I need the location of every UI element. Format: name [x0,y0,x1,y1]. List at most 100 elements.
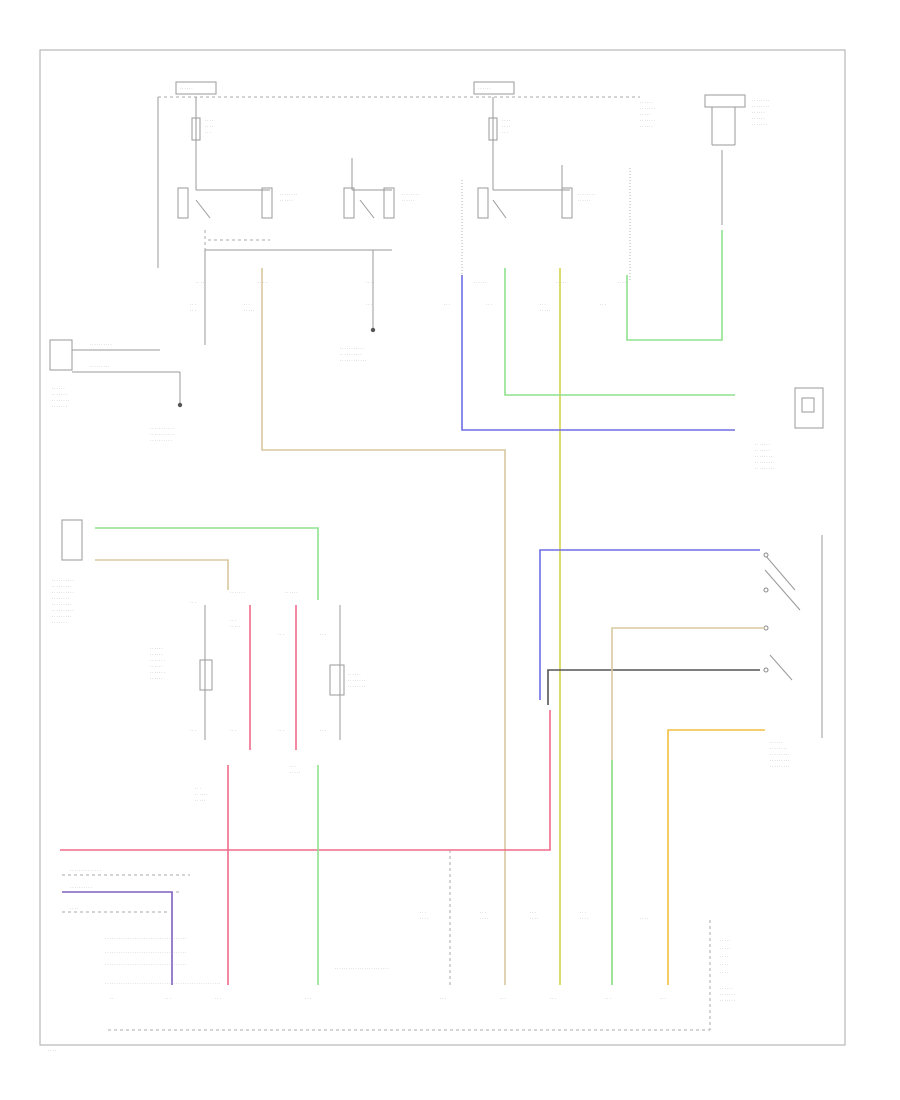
svg-text:· · · · · ·: · · · · · · [478,87,491,91]
svg-text:· · · · · ·: · · · · · · [150,677,163,681]
svg-text:· · ·: · · · [205,131,211,135]
svg-text:· · ·: · · · [230,619,236,623]
wire-pink-loop [60,710,551,851]
svg-text:· · · · · · · · · ·: · · · · · · · · · · [70,886,92,890]
svg-text:· · · ·: · · · · [720,971,728,975]
wire-tan-mid-left [95,559,229,590]
svg-text:· · · · · · · · · ·: · · · · · · · · · · [90,343,112,347]
sensor-right-mid: · · · · · · · · · · · · · · · · · · · · · … [195,591,365,803]
svg-text:· · · · · ·: · · · · · · [402,199,415,203]
svg-text:· · · · · ·: · · · · · · [285,591,298,595]
sensor-left: · · · · · · · · · · · · · · · · · · · · · ·… [150,591,245,740]
middle-section: · · · · · · · · · ·· · · · · · · · ·· · … [52,519,823,803]
svg-text:· · · · ·: · · · · · [244,309,254,313]
svg-text:· · · · · · · ·: · · · · · · · · [52,597,69,601]
svg-text:· · · · · · · · · · · ·: · · · · · · · · · · · · [340,359,366,363]
wire-blue-top [461,275,735,431]
svg-text:· · · · ·: · · · · · [720,947,730,951]
svg-text:· · ·: · · · [190,729,196,733]
svg-text:· · ·: · · · [366,303,372,307]
relay-1: · · · · · · · · · · · · · · [177,187,297,241]
svg-text:· · · · · · · · · · · · · ·: · · · · · · · · · · · · · · [70,869,101,873]
svg-text:· · · · · · · · · · ·: · · · · · · · · · · · [150,433,174,437]
svg-text:· · · · · ·: · · · · · · [180,87,193,91]
svg-text:· · · · · ·: · · · · · · [150,653,163,657]
svg-text:· · · · · · · · · · · · · · ·: · · · · · · · · · · · · · · · · · · · · … [105,963,186,967]
svg-text:· · · ·: · · · · [640,917,648,921]
svg-text:· · · · · · · · ·: · · · · · · · · · [52,603,71,607]
svg-text:· · ·: · · · [320,633,326,637]
fuse-right [488,117,498,141]
power-feed-section: · · · · · · · · · · · · · · · ·· · · ·· … [49,81,824,471]
svg-text:· · · · · · ·: · · · · · · · [720,993,735,997]
svg-text:· · ·: · · · [190,303,196,307]
svg-text:· · · · ·: · · · · · [230,625,240,629]
svg-text:· · ·: · · · [550,997,556,1001]
svg-text:· · · · · · · · ·: · · · · · · · · · [770,765,789,769]
svg-text:· · · · · · · · ·: · · · · · · · · · [755,467,774,471]
svg-text:· · · ·: · · · · [618,281,626,285]
svg-text:· · · · · · · ·: · · · · · · · · [280,193,297,197]
svg-text:· · ·: · · · [290,765,296,769]
svg-text:· · · · · · · ·: · · · · · · · · [770,747,787,751]
svg-text:· · · · · · · ·: · · · · · · · · [348,679,365,683]
wire-orange-yellow [667,729,765,985]
svg-text:· · · · · ·: · · · · · · [474,281,487,285]
svg-text:· · ·: · · · [278,729,284,733]
svg-text:· · · · · · · · · ·: · · · · · · · · · · [52,591,74,595]
svg-text:· · · ·: · · · · [580,917,588,921]
connector-labels-top: · · · · · · · · · · · · · · · · · · · · · … [190,281,626,363]
svg-text:· · ·: · · · [660,997,666,1001]
svg-text:· · · · · ·: · · · · · · [52,387,65,391]
svg-text:· · · · · · ·: · · · · · · · [230,591,245,595]
svg-text:· · · · · · · · · ·: · · · · · · · · · · [150,439,172,443]
svg-text:· · · ·: · · · · [480,917,488,921]
selector-switch: · · · · · ·· · · · · · · ·· · · · · · · … [763,535,823,769]
svg-text:· · · · · · · · ·: · · · · · · · · · [52,585,71,589]
svg-text:· · ·: · · · [444,303,450,307]
svg-text:· · · ·: · · · · [48,1049,56,1053]
svg-text:· · · · · · · · ·: · · · · · · · · · [90,365,109,369]
svg-text:· ·: · · [110,997,113,1001]
svg-text:· · · · · · ·: · · · · · · · [755,443,770,447]
relay-3: · · · · · · · ·· · · · · · [477,165,595,219]
svg-text:· · ·: · · · [486,303,492,307]
connector-right-mid: · · · · · · ·· · · · · · ·· · · · · · · … [755,387,824,471]
svg-text:· · · ·: · · · · [420,917,428,921]
svg-text:· · · · · · · · · ·: · · · · · · · · · · [52,579,74,583]
svg-text:· · ·: · · · [580,911,586,915]
svg-text:· · ·: · · · [215,997,221,1001]
svg-text:· · · · · · · · · · · · · · ·: · · · · · · · · · · · · · · · · · · · · … [105,982,220,986]
svg-text:· · · ·: · · · · [205,125,213,129]
svg-text:· · · ·: · · · · [196,281,204,285]
svg-text:· · · · · · ·: · · · · · · · [752,123,767,127]
svg-text:· · · ·: · · · · [502,119,510,123]
svg-text:· · ·: · · · [244,303,250,307]
svg-text:· · · · · ·: · · · · · · [150,665,163,669]
svg-text:· · ·: · · · [500,997,506,1001]
svg-text:· · · · · · ·: · · · · · · · [52,393,67,397]
svg-text:· · · · · · · · · · · · · · ·: · · · · · · · · · · · · · · · · · · · · … [105,937,186,941]
svg-text:· · ·: · · · [540,303,546,307]
bottom-connector-block: · · · · · · · · · · · · · · · · · · · · … [48,849,735,1053]
svg-text:· · · ·: · · · · [720,955,728,959]
svg-text:· · · · · · · · ·: · · · · · · · · · [770,759,789,763]
svg-text:· · · · · · ·: · · · · · · · [52,621,67,625]
svg-text:· · · · · · · ·: · · · · · · · · [755,455,772,459]
svg-text:· · · · · · · · ·: · · · · · · · · · [755,461,774,465]
svg-text:· · · · · · · ·: · · · · · · · · [752,105,769,109]
svg-text:· · ·: · · · [195,787,201,791]
svg-text:· · ·: · · · [190,309,196,313]
svg-text:· · ·: · · · [502,131,508,135]
svg-text:· · · · · ·: · · · · · · [752,111,765,115]
svg-text:· · ·: · · · [530,911,536,915]
svg-text:· · ·: · · · [440,997,446,1001]
svg-text:· · · · · · · · · ·: · · · · · · · · · · [340,353,362,357]
svg-text:· · · ·: · · · · [530,917,538,921]
switch-left: · · · · · · · · · · · · · · · · · · · · ·… [49,339,183,443]
wire-gray-mid [547,669,760,705]
svg-text:· · · · · · · ·: · · · · · · · · [52,399,69,403]
svg-text:· · · · · ·: · · · · · · [280,199,293,203]
svg-text:· · · · ·: · · · · · [540,309,550,313]
svg-text:· · · · · · · · · · · · · · ·: · · · · · · · · · · · · · · · · · · · · … [105,951,186,955]
